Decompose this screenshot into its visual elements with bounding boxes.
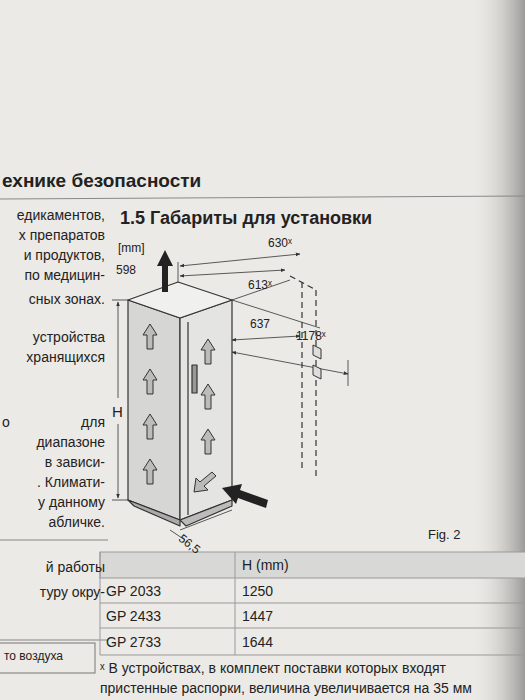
dimension-label: 598 [116,264,136,278]
column-rule [0,640,108,641]
fridge-drawing [128,282,232,526]
table-cell: GP 2033 [106,583,161,599]
airflow-arrow [143,459,157,484]
wall [290,276,316,480]
dimension-label: 630ˣ [268,237,292,251]
body-text: для [81,414,105,430]
airflow-arrow [201,384,215,409]
airflow-arrow [143,324,157,349]
airflow-arrow [201,339,215,364]
unit-label: [mm] [118,242,145,256]
table-cell: GP 2433 [106,608,161,624]
table-cell: 1644 [242,634,273,650]
body-text: абличке. [49,514,105,530]
dimension-lines [112,254,348,540]
column-rule [0,540,108,541]
page-shadow [470,0,525,700]
footnote: ˣ В устройствах, в комплект поставки кот… [100,659,518,698]
dimension-label: 1178ˣ [296,330,326,344]
dimension-label: 637 [250,318,270,332]
table-header: H (mm) [242,557,289,573]
intake-arrow [222,484,268,508]
intake-arrow [194,472,216,492]
note-box [0,643,95,673]
wall-spacer [313,345,321,379]
table-cell: 1447 [242,608,273,624]
airflow-arrow [201,429,215,454]
body-text: х препаратов [19,227,105,243]
figure-label: Fig. 2 [428,528,461,543]
body-text: сных зонах. [29,291,105,307]
dimension-label: 613ˣ [248,279,272,293]
airflow-arrow [143,414,157,439]
body-text: и продуктов, [24,247,105,263]
table [100,552,525,655]
body-text: устройства [33,329,105,345]
header-rule [0,196,525,199]
body-text: у данному [38,494,105,510]
body-text: хранящихся [26,349,105,365]
airflow-arrows [143,324,215,484]
body-text: по медицин- [24,267,105,283]
body-text: о [2,414,10,430]
body-text: диапазоне [36,434,105,450]
section-heading: 1.5 Габариты для установки [120,208,372,229]
body-text: й работы [46,559,105,575]
dimension-label: H [112,403,123,420]
body-text: едикаментов, [17,207,105,223]
table-cell: то воздуха [4,650,63,664]
running-header: ехнике безопасности [2,170,201,192]
airflow-arrow [143,369,157,394]
body-text: туру окру- [40,584,105,600]
table-cell: GP 2733 [106,634,161,650]
table-cell: 1250 [242,583,273,599]
body-text: . Климати- [37,474,105,490]
body-text: в зависи- [45,454,105,470]
exhaust-arrow [157,250,173,292]
